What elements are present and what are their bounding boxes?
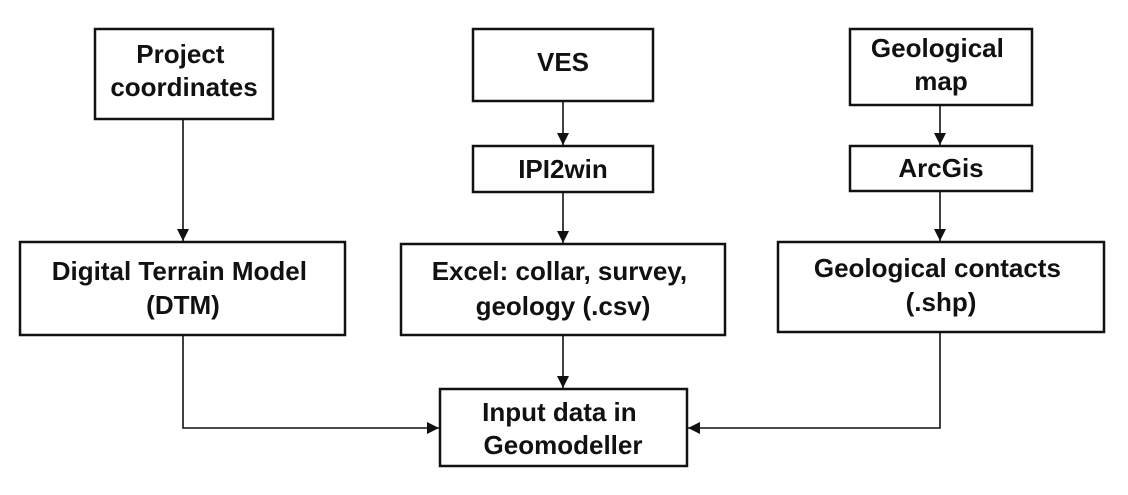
arrow-geological-contacts-to-input-data — [688, 332, 941, 434]
node-ipi2win: IPI2win — [471, 144, 655, 194]
svg-text:Excel: collar, survey, g: Excel: collar, survey, geology (.csv) — [432, 256, 695, 321]
svg-text:IPI2win: IPI2win — [518, 154, 608, 184]
node-geological-contacts-line-1: Geological contacts — [814, 253, 1061, 283]
svg-text:Digital Terrain Model (D: Digital Terrain Model (DTM) — [52, 256, 314, 320]
svg-text:Geological map: Geological map — [871, 33, 1011, 96]
node-input-data-line-1: Input data in — [482, 397, 637, 427]
node-ves-line-1: VES — [537, 47, 589, 77]
node-project-coordinates-line-1: Project — [136, 39, 224, 69]
node-excel: Excel: collar, survey, geology (.csv) — [399, 242, 727, 337]
node-excel-line-1: Excel: collar, survey, — [432, 256, 687, 286]
node-geological-contacts-line-2: (.shp) — [906, 287, 977, 317]
node-dtm-line-1: Digital Terrain Model — [52, 256, 307, 286]
node-geological-map-line-2: map — [914, 66, 967, 96]
node-input-data: Input data in Geomodeller — [438, 387, 689, 468]
svg-text:ArcGis: ArcGis — [898, 153, 983, 183]
node-geological-map-line-1: Geological — [871, 33, 1004, 63]
node-geological-contacts: Geological contacts (.shp) — [776, 240, 1106, 334]
edges-layer — [177, 101, 946, 434]
node-ves: VES — [471, 27, 655, 103]
node-geological-map: Geological map — [848, 27, 1034, 107]
node-project-coordinates: Project coordinates — [93, 27, 275, 121]
svg-text:Project coordinates: Project coordinates — [110, 39, 257, 102]
node-ipi2win-line-1: IPI2win — [518, 154, 608, 184]
arrow-dtm-to-input-data — [182, 335, 439, 434]
node-excel-line-2: geology (.csv) — [476, 291, 651, 321]
node-arcgis: ArcGis — [848, 144, 1034, 193]
svg-text:VES: VES — [537, 47, 589, 77]
node-dtm-line-2: (DTM) — [146, 290, 220, 320]
node-arcgis-line-1: ArcGis — [898, 153, 983, 183]
svg-text:Geological contacts (.sh: Geological contacts (.shp) — [814, 253, 1068, 317]
node-project-coordinates-line-2: coordinates — [110, 72, 257, 102]
svg-text:Input data in Geomodelle: Input data in Geomodeller — [482, 397, 644, 460]
node-input-data-line-2: Geomodeller — [484, 430, 643, 460]
node-dtm: Digital Terrain Model (DTM) — [18, 240, 347, 337]
